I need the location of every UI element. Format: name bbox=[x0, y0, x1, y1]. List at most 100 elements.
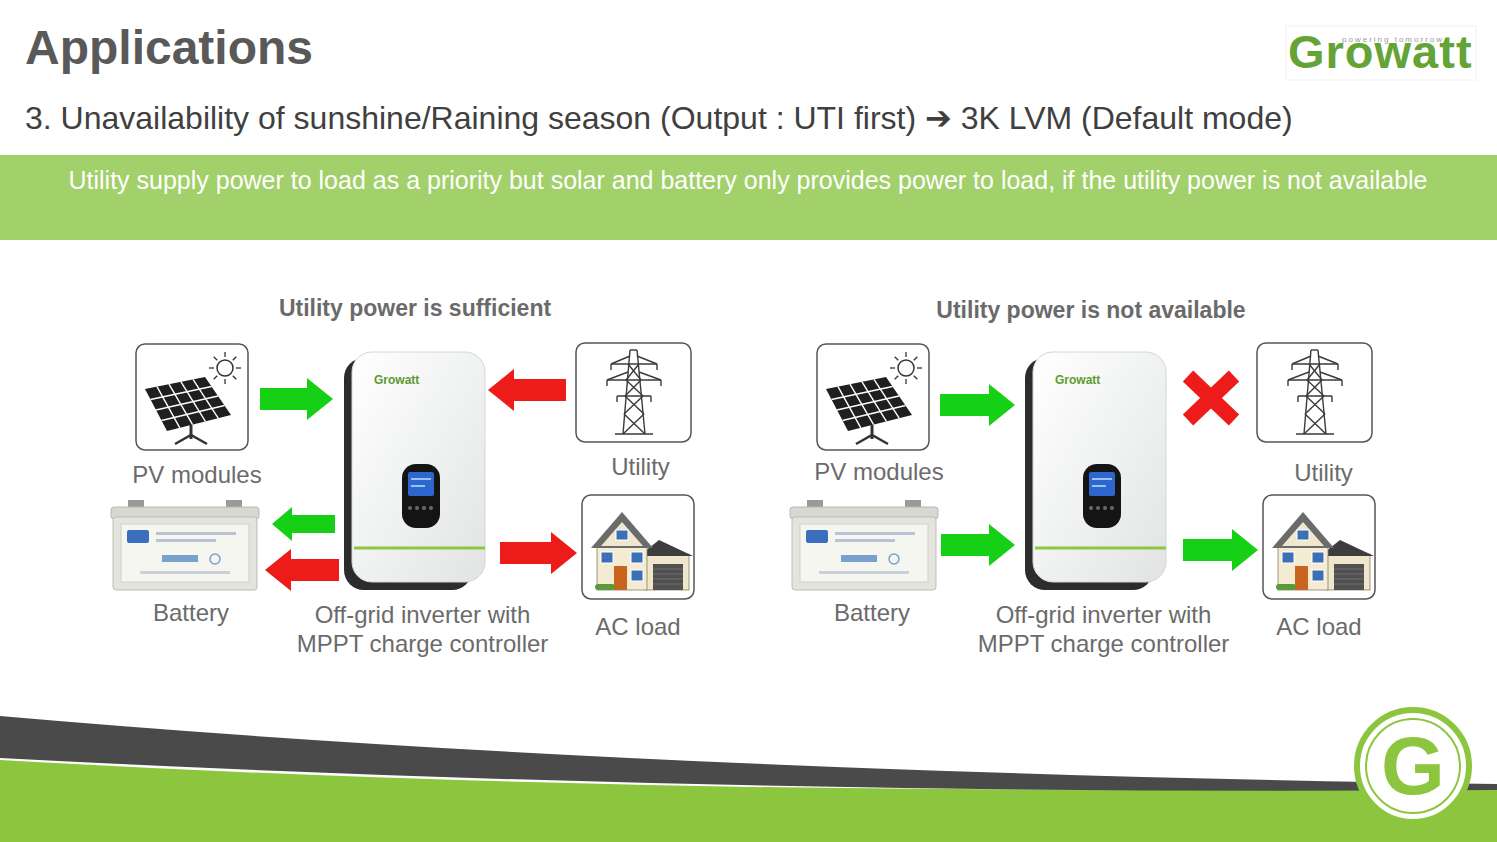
slide-title: Applications bbox=[25, 18, 313, 78]
pylon-line bbox=[610, 364, 611, 370]
sun-ray bbox=[914, 357, 918, 361]
house-roof bbox=[1272, 512, 1334, 548]
inverter-stripe bbox=[1035, 547, 1166, 550]
garage-door bbox=[653, 564, 683, 590]
pylon-line bbox=[1337, 364, 1338, 370]
battery-brand-mark bbox=[127, 530, 149, 543]
pylon-line bbox=[625, 380, 641, 396]
battery-case bbox=[792, 517, 936, 590]
inverter-button bbox=[422, 506, 426, 510]
panel-grid bbox=[832, 387, 893, 400]
icon-frame bbox=[576, 343, 691, 442]
flow-arrow bbox=[940, 384, 1015, 426]
cross-stroke bbox=[1188, 376, 1234, 420]
flow-arrow bbox=[265, 549, 339, 591]
pylon-symbol bbox=[1288, 350, 1342, 434]
battery-image: Battery bbox=[110, 497, 260, 592]
component-caption: Battery bbox=[772, 598, 972, 627]
pylon-line bbox=[1304, 414, 1325, 434]
component-caption: Off-grid inverter with MPPT charge contr… bbox=[283, 600, 563, 658]
description-band: Utility supply power to load as a priori… bbox=[0, 155, 1497, 240]
icon-frame bbox=[1257, 343, 1372, 442]
logo-letter: G bbox=[1353, 716, 1473, 816]
flow-arrow bbox=[488, 369, 566, 411]
inverter-button bbox=[429, 506, 433, 510]
sun-symbol bbox=[898, 360, 914, 376]
house-window bbox=[631, 570, 643, 581]
screen-line bbox=[411, 478, 431, 480]
house-gable bbox=[1282, 522, 1324, 546]
pylon-line bbox=[1297, 396, 1298, 402]
pylon-line bbox=[1318, 356, 1338, 364]
component-caption: AC load bbox=[1219, 612, 1419, 641]
component-caption: PV modules bbox=[779, 457, 979, 486]
utility-icon: Utility bbox=[1256, 342, 1373, 443]
component-caption: PV modules bbox=[97, 460, 297, 489]
inverter-button bbox=[1110, 506, 1114, 510]
icon-frame bbox=[136, 344, 248, 450]
sticker-stripe bbox=[835, 532, 915, 535]
garage-door-line bbox=[1334, 579, 1364, 580]
flow-arrow bbox=[941, 524, 1015, 566]
inverter-panel bbox=[1083, 464, 1121, 528]
pylon-line bbox=[606, 380, 607, 386]
flow-arrow bbox=[272, 507, 335, 541]
utility-icon-graphic bbox=[575, 342, 692, 443]
pylon-line bbox=[624, 396, 643, 414]
garage-door-line bbox=[1334, 569, 1364, 570]
sun-ray bbox=[233, 357, 237, 361]
pylon-line bbox=[1292, 356, 1311, 364]
device-logo: Growatt bbox=[1055, 373, 1100, 387]
sun-ray bbox=[236, 367, 241, 368]
screen-line bbox=[1092, 485, 1106, 487]
house-bush bbox=[595, 584, 615, 590]
garage-wall bbox=[1326, 554, 1370, 590]
pylon-line bbox=[611, 356, 630, 364]
house-door bbox=[614, 566, 627, 590]
sun-ray bbox=[917, 367, 922, 368]
house-bush bbox=[1276, 584, 1296, 590]
inverter-unit-graphic bbox=[344, 352, 485, 590]
sun-symbol bbox=[217, 360, 233, 376]
inverter-button bbox=[408, 506, 412, 510]
subtitle: 3. Unavailability of sunshine/Raining se… bbox=[25, 98, 1293, 138]
pylon-line bbox=[630, 349, 637, 350]
ac-load-icon-graphic bbox=[581, 494, 695, 600]
gray-swoosh bbox=[0, 716, 1497, 791]
pylon-line bbox=[611, 363, 657, 364]
pylon-line bbox=[1292, 363, 1338, 364]
inverter-body bbox=[1033, 352, 1166, 582]
sticker-symbol bbox=[889, 554, 899, 564]
pylon-line bbox=[637, 356, 657, 364]
house-window bbox=[1312, 570, 1324, 581]
pylon-line bbox=[1341, 380, 1342, 386]
sticker-model-bar bbox=[162, 555, 198, 562]
inverter-button bbox=[415, 506, 419, 510]
house-gable bbox=[601, 522, 643, 546]
panel-heading: Utility power is not available bbox=[891, 295, 1291, 325]
pylon-line bbox=[1291, 364, 1292, 370]
inverter-button bbox=[1096, 506, 1100, 510]
pylon-line bbox=[607, 379, 661, 380]
flow-arrow bbox=[260, 378, 333, 420]
panel-legs bbox=[175, 435, 207, 444]
pylon-line bbox=[1305, 396, 1324, 414]
component-caption: Utility bbox=[1224, 458, 1424, 487]
pylon-line bbox=[1309, 364, 1322, 380]
pylon-line bbox=[617, 395, 651, 396]
sticker-stripe bbox=[819, 571, 909, 574]
pylon-line bbox=[1298, 395, 1332, 396]
battery-image: Battery bbox=[789, 497, 939, 592]
garage-door-line bbox=[653, 584, 683, 585]
icon-frame bbox=[582, 495, 694, 599]
sun-ray bbox=[905, 379, 906, 384]
battery-case bbox=[113, 517, 257, 590]
icon-frame bbox=[817, 344, 929, 450]
battery-sticker bbox=[121, 524, 249, 582]
device-logo: Growatt bbox=[374, 373, 419, 387]
ac-load-icon: AC load bbox=[1262, 494, 1376, 600]
pylon-line bbox=[626, 380, 643, 396]
inverter-unit: GrowattOff-grid inverter with MPPT charg… bbox=[1025, 352, 1166, 590]
inverter-screen bbox=[408, 472, 434, 496]
house-window bbox=[1312, 552, 1324, 563]
